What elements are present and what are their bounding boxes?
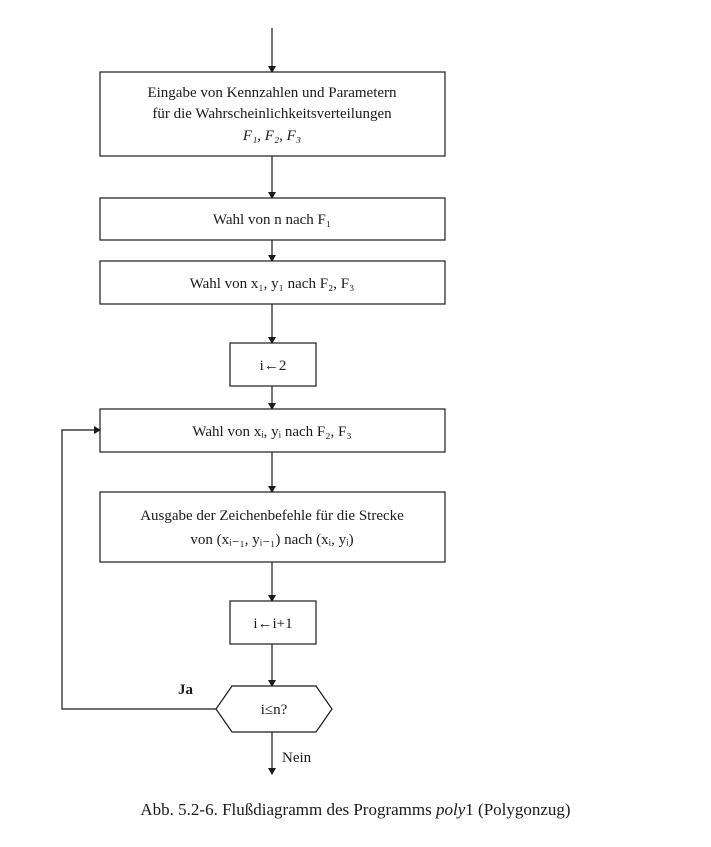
- caption-suffix: (Polygonzug): [473, 800, 571, 819]
- input-line-2: für die Wahrscheinlichkeitsverteilungen: [152, 106, 392, 122]
- init-i-text: i←2: [260, 358, 287, 374]
- choose-xiyi-text: Wahl von xᵢ, yᵢ nach F₂, F₃: [192, 424, 351, 440]
- choose-xiyi-box: [99, 408, 446, 453]
- init-i-box: [229, 342, 317, 387]
- figure-caption: Abb. 5.2-6. Flußdiagramm des Programms p…: [0, 800, 711, 820]
- choose-n-box: [99, 197, 446, 241]
- output-box: [99, 491, 446, 563]
- decision-text: i≤n?: [261, 702, 288, 718]
- yes-label: Ja: [178, 682, 194, 698]
- decision-hexagon: [215, 685, 333, 733]
- choose-x1y1-box: [99, 260, 446, 305]
- caption-program-suffix: 1: [465, 800, 474, 819]
- output-line-2: von (xᵢ₋₁, yᵢ₋₁) nach (xᵢ, yᵢ): [190, 532, 353, 548]
- increment-box: [229, 600, 317, 645]
- choose-n-text: Wahl von n nach F₁: [213, 212, 331, 228]
- input-line-3: F₁, F₂, F₃: [242, 128, 301, 144]
- choose-x1y1-text: Wahl von x₁, y₁ nach F₂, F₃: [190, 276, 355, 292]
- caption-program: poly: [436, 800, 466, 819]
- loop-back-line: [61, 426, 216, 710]
- output-line-1: Ausgabe der Zeichenbefehle für die Strec…: [140, 508, 404, 524]
- caption-prefix: Abb. 5.2-6. Flußdiagramm des Programms: [140, 800, 436, 819]
- input-line-1: Eingabe von Kennzahlen und Parametern: [147, 85, 397, 101]
- increment-text: i←i+1: [253, 616, 292, 632]
- no-label: Nein: [282, 750, 312, 766]
